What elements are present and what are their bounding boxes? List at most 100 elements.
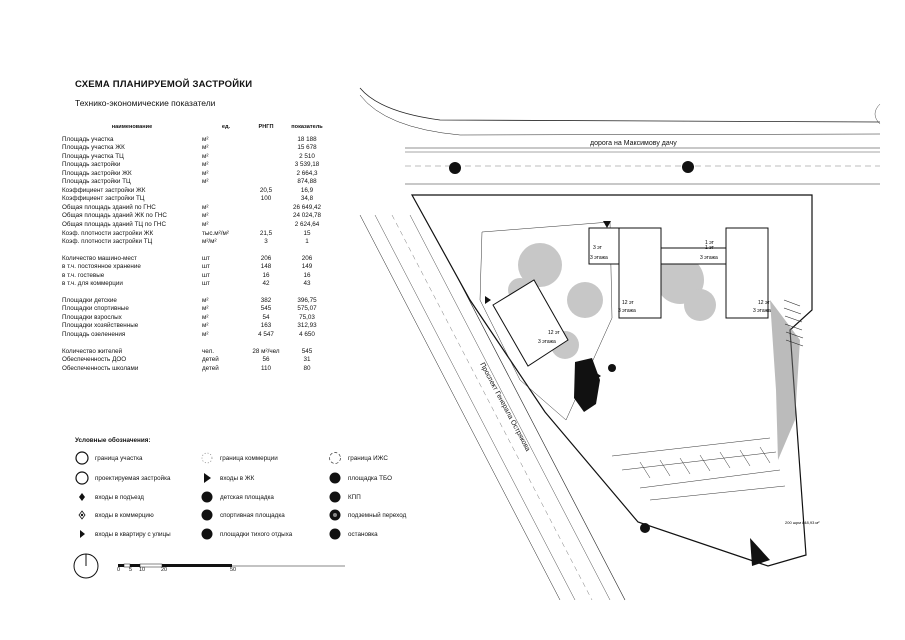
cell-value: 24 024,78: [292, 212, 321, 220]
cell-rngp: 28 м²/чел: [252, 347, 280, 355]
cell-unit: чел.: [202, 347, 214, 355]
planned-building-icon: [75, 471, 89, 485]
cell-rngp: 100: [260, 195, 272, 203]
cell-unit: м²: [202, 169, 209, 177]
cell-value: 75,03: [299, 313, 315, 321]
entrance-diamond-icon: [75, 490, 89, 504]
cell-value: 26 649,42: [292, 203, 321, 211]
commercial-boundary-icon: [200, 451, 214, 465]
legend-label: граница ИЖС: [348, 454, 388, 462]
cell-name: Площадки хозяйственные: [62, 322, 139, 330]
cell-rngp: 3: [264, 238, 268, 246]
legend-item: площадки тихого отдыха: [200, 527, 292, 541]
scale-tick-10: 10: [139, 567, 146, 573]
cell-unit: детей: [202, 356, 219, 364]
col-header-unit: ед.: [221, 124, 231, 130]
cell-unit: м²: [202, 221, 209, 229]
cell-name: в т.ч. постоянное хранение: [62, 263, 141, 271]
cell-rngp: 20,5: [259, 186, 273, 194]
legend-item: граница коммерции: [200, 451, 278, 465]
underpass-icon: [328, 508, 342, 522]
road-lines: [359, 87, 881, 185]
cell-unit: м²: [202, 296, 209, 304]
cell-rngp: 148: [260, 263, 272, 271]
cell-value: 3 539,18: [294, 161, 320, 169]
entrance-arrow-3: [595, 372, 601, 380]
building-label-4: 3 этажа: [700, 255, 718, 261]
cell-value: 31: [303, 356, 311, 364]
cell-value: 2 664,3: [296, 169, 318, 177]
cell-rngp: 16: [262, 271, 270, 279]
legend-item: граница участка: [75, 451, 143, 465]
cell-unit: детей: [202, 364, 219, 372]
building-label-2: 1 эт: [705, 245, 715, 251]
legend-item: входы в коммерцию: [75, 508, 154, 522]
legend-label: проектируемая застройка: [95, 474, 171, 482]
cell-unit: м²: [202, 178, 209, 186]
legend-item: остановка: [328, 527, 378, 541]
cell-unit: м²: [202, 212, 209, 220]
bus-stop-marker: [750, 538, 770, 566]
cell-unit: м²: [202, 203, 209, 211]
legend-label: входы в квартиру с улицы: [95, 530, 171, 538]
cell-rngp: 163: [260, 322, 272, 330]
cell-name: Площадки спортивные: [62, 305, 129, 313]
building-block-4: [660, 247, 727, 265]
cell-value: 2 624,64: [294, 221, 320, 229]
plot-boundary-icon: [75, 451, 89, 465]
cell-rngp: 545: [260, 305, 272, 313]
entrance-arrow-icon: [200, 471, 214, 485]
cell-name: в т.ч. для коммерции: [62, 280, 123, 288]
cell-rngp: 21,5: [259, 229, 273, 237]
cell-unit: шт: [202, 271, 210, 279]
cell-name: Площадь участка ЖК: [62, 144, 125, 152]
cell-rngp: 56: [262, 356, 270, 364]
cell-value: 4 650: [299, 331, 315, 339]
table-header-row: наименование ед. РНГП показатель: [62, 123, 332, 136]
building-block-5: [492, 279, 569, 367]
legend-label: КПП: [348, 493, 361, 501]
cell-name: Площадки детские: [62, 296, 117, 304]
bus-stop-icon: [328, 527, 342, 541]
cell-rngp: 110: [260, 364, 272, 372]
legend-label: входы в ЖК: [220, 474, 255, 482]
building-label-1: 3 эт: [593, 245, 603, 251]
cell-value: 15 678: [297, 144, 317, 152]
playground-icon: [200, 490, 214, 504]
scale-tick-0: 0: [117, 567, 121, 573]
legend-item: детская площадка: [200, 490, 274, 504]
cell-name: Площадь застройки: [62, 161, 121, 169]
underpass-marker: [682, 161, 694, 173]
cell-name: Коэф. плотности застройки ТЦ: [62, 238, 153, 246]
building-label-3: 3 этажа: [590, 255, 608, 261]
road-label: дорога на Максимову дачу: [590, 140, 677, 147]
building-label-9: 3 этажа: [753, 308, 771, 314]
cell-name: Общая площадь зданий по ГНС: [62, 203, 156, 211]
legend-label: граница коммерции: [220, 454, 278, 462]
entrance-arrow-2: [603, 221, 611, 228]
cell-rngp: 4 547: [258, 331, 274, 339]
col-header-value: показатель: [291, 124, 323, 130]
cell-name: Площадь участка: [62, 135, 114, 143]
cell-name: Коэффициент застройки ЖК: [62, 186, 146, 194]
sports-ground-icon: [200, 508, 214, 522]
cell-unit: шт: [202, 263, 210, 271]
checkpoint-marker-1: [449, 162, 461, 174]
legend-label: подземный переход: [348, 511, 407, 519]
cell-unit: м²: [202, 135, 209, 143]
cell-name: Коэф. плотности застройки ЖК: [62, 229, 154, 237]
